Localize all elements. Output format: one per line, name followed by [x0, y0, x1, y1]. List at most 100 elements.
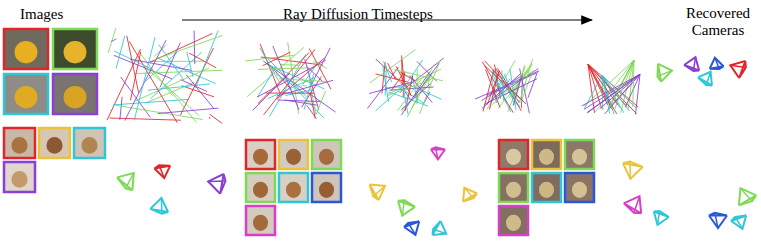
frustum-edge [206, 172, 223, 194]
ray-line [475, 71, 539, 99]
object-shape [64, 86, 87, 108]
frustum-edge [627, 162, 633, 179]
frustum-base [697, 77, 712, 87]
frustum-edge [208, 178, 225, 184]
frustum-edge [715, 57, 719, 69]
ray-line [277, 80, 333, 96]
object-shape [319, 182, 334, 198]
ray-line [158, 108, 219, 113]
ray-line [279, 79, 327, 82]
figure-label: Images [20, 6, 63, 23]
frustum-edge [433, 221, 451, 240]
frustum-base [623, 160, 643, 166]
ray-line [313, 61, 327, 68]
frustum-edge [698, 68, 717, 86]
ray-line [121, 77, 151, 118]
frustum-edge [464, 186, 473, 199]
ray-line [304, 74, 314, 109]
ray-line [150, 61, 204, 62]
ray-line [209, 114, 222, 123]
frustum-edge [730, 62, 745, 70]
camera-frustum [457, 184, 478, 204]
camera-frustum [697, 68, 718, 88]
image-thumbnail [4, 29, 48, 69]
frustum-base [654, 209, 670, 217]
frustum-edge [657, 71, 673, 77]
image-thumbnail [246, 140, 275, 169]
image-thumbnail [53, 74, 97, 114]
ray-line [180, 48, 213, 115]
ray-line [245, 55, 294, 61]
frustum-edge [727, 57, 745, 78]
ray-line [120, 97, 122, 120]
camera-frustum [732, 183, 758, 208]
ray-line [519, 59, 532, 103]
frustum-edge [372, 186, 387, 196]
object-shape [81, 137, 97, 154]
ray-line [587, 74, 640, 112]
ray-line [260, 48, 279, 82]
camera-frustum [394, 198, 416, 219]
ray-line [189, 53, 216, 68]
frustum-edge [433, 227, 446, 236]
frustum-base [739, 61, 748, 79]
ray-line [401, 72, 429, 115]
object-shape [319, 149, 334, 165]
camera-frustum [683, 54, 703, 72]
object-shape [253, 182, 268, 198]
object-shape [506, 149, 521, 165]
ray-line [370, 50, 416, 83]
image-thumbnail [499, 140, 528, 169]
object-shape [253, 149, 268, 165]
image-thumbnail [279, 173, 308, 202]
image-thumbnail [565, 173, 594, 202]
ray-line [610, 60, 634, 106]
image-thumbnail [53, 29, 97, 69]
ray-line [209, 117, 210, 119]
ray-line [263, 52, 291, 66]
ray-line [125, 40, 166, 120]
image-thumbnail [312, 173, 341, 202]
frustum-edge [741, 186, 753, 202]
frustum-edge [370, 178, 390, 200]
frustum-edge [684, 54, 703, 70]
frustum-edge [159, 198, 165, 214]
ray-line [391, 74, 403, 91]
frustum-edge [650, 212, 669, 228]
image-thumbnail [74, 128, 105, 158]
object-shape [506, 215, 521, 231]
camera-frustum [150, 196, 170, 214]
camera-frustum [403, 219, 423, 237]
object-shape [506, 182, 521, 198]
ray-line [270, 54, 306, 116]
frustum-edge [731, 216, 750, 232]
frustum-edge [408, 222, 415, 236]
object-shape [539, 149, 554, 165]
frustum-edge [394, 201, 415, 219]
ray-line [491, 72, 510, 112]
camera-frustum [430, 220, 450, 241]
ray-line [369, 82, 413, 94]
frustum-base [710, 66, 724, 70]
camera-frustum [709, 213, 727, 228]
camera-frustum [655, 62, 673, 82]
ray-line [301, 85, 307, 86]
ray-line [187, 52, 193, 77]
object-shape [11, 137, 27, 154]
ray-line [384, 61, 392, 82]
camera-frustum [154, 163, 172, 179]
frustum-edge [457, 184, 476, 202]
image-thumbnail [246, 173, 275, 202]
frustum-edge [735, 216, 742, 230]
camera-frustum [730, 213, 750, 231]
ray-line [388, 63, 396, 80]
image-thumbnail [532, 140, 561, 169]
object-shape [46, 137, 62, 154]
ray-line [492, 69, 528, 105]
ray-line [280, 64, 299, 66]
frustum-edge [436, 147, 438, 159]
frustum-edge [655, 211, 662, 225]
image-thumbnail [4, 128, 35, 158]
object-shape [286, 182, 301, 198]
camera-frustum [206, 172, 226, 195]
